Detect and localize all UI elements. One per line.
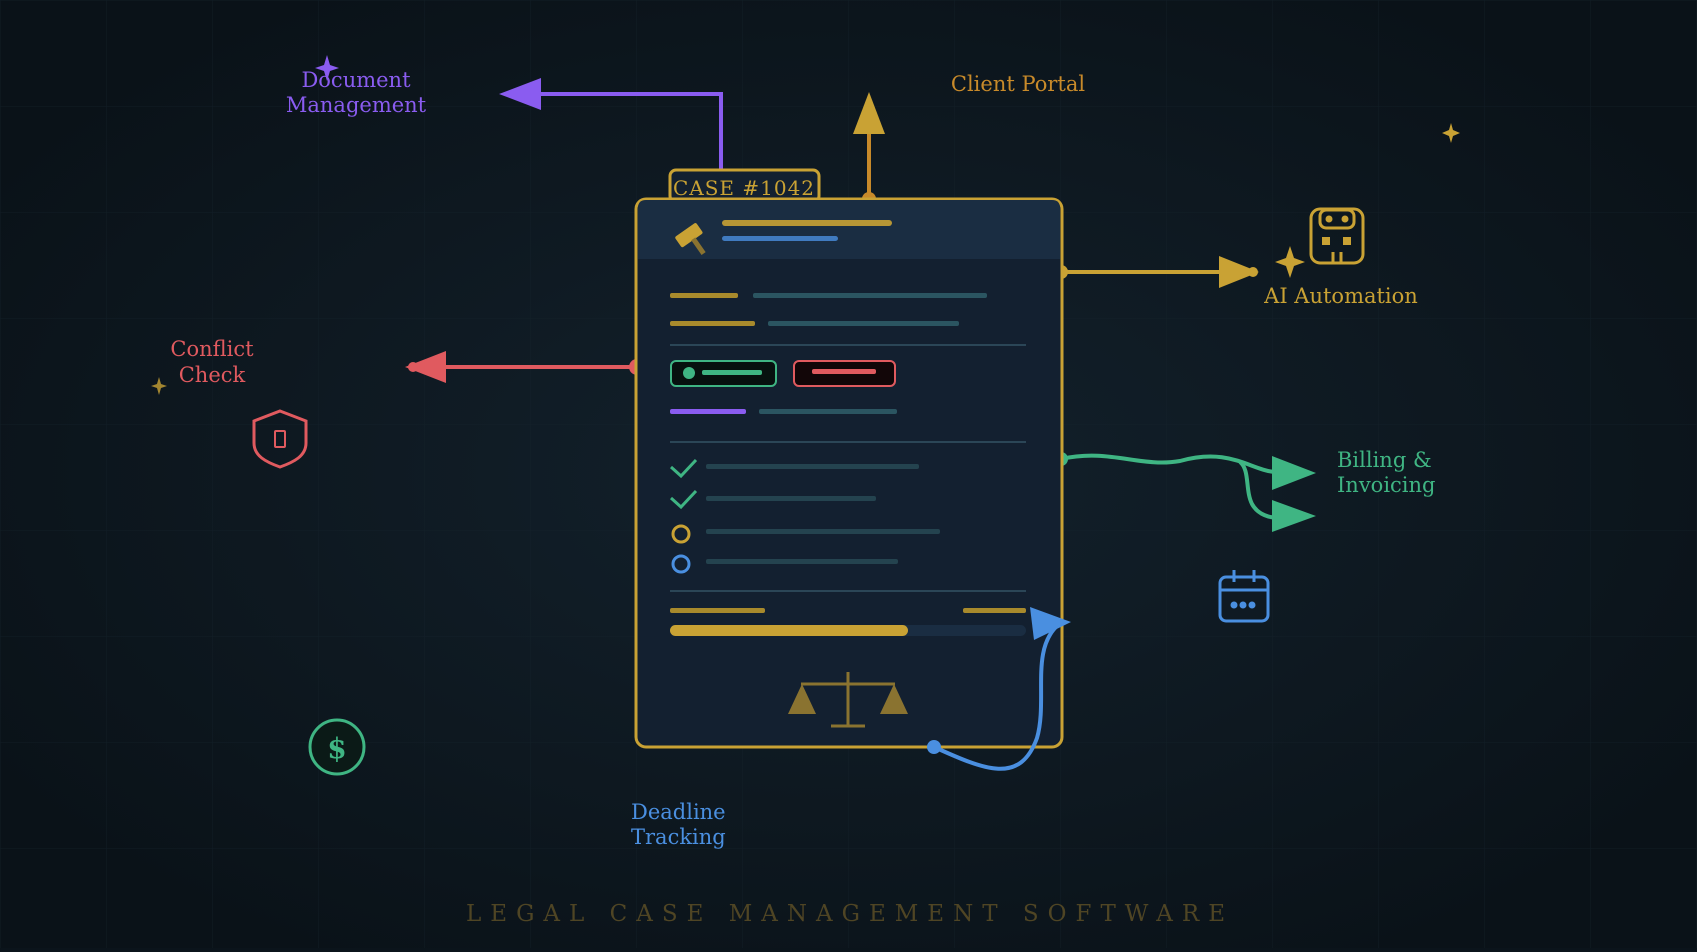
detail-row-label xyxy=(670,321,755,326)
progress-label xyxy=(670,608,765,613)
shield-icon xyxy=(252,409,308,469)
sparkle-icon xyxy=(315,55,339,81)
status-pill-alert xyxy=(793,360,896,387)
detail-row-value xyxy=(759,409,897,414)
detail-row-value xyxy=(768,321,959,326)
checklist-item-pending xyxy=(671,554,898,574)
billing-connector xyxy=(1054,452,1316,532)
ai-automation-label: AI Automation xyxy=(1263,284,1418,308)
scales-of-justice-icon xyxy=(788,672,908,728)
deadline-tracking-arrowhead xyxy=(1030,607,1071,640)
ai-automation-arrowhead xyxy=(1219,256,1259,288)
checklist-item-done xyxy=(669,458,919,479)
checklist-item-done xyxy=(669,489,876,510)
deadline-tracking-label-line-2: Tracking xyxy=(631,825,726,849)
case-file-card: CASE #1042 xyxy=(634,168,1064,749)
header-title-line xyxy=(722,220,892,226)
detail-row-label xyxy=(670,409,746,414)
sparkle-icon xyxy=(1275,246,1305,278)
client-portal-label: Client Portal xyxy=(951,72,1085,96)
detail-row-value xyxy=(753,293,987,298)
dollar-glyph: $ xyxy=(327,732,346,765)
status-pill-active xyxy=(670,360,777,387)
case-tab-label: CASE #1042 xyxy=(673,176,815,200)
deadline-tracking-connector xyxy=(927,607,1071,771)
conflict-check-label-line-2: Check xyxy=(179,363,246,387)
billing-arrowhead-top xyxy=(1272,456,1316,490)
document-management-label-line-1: Document xyxy=(301,68,411,92)
robot-icon xyxy=(1309,207,1365,265)
progress-value xyxy=(963,608,1026,613)
calendar-icon xyxy=(1218,570,1270,623)
deadline-tracking-label-line-1: Deadline xyxy=(631,800,726,824)
document-management-arrowhead xyxy=(499,78,541,110)
billing-arrowhead-bottom xyxy=(1272,500,1316,532)
sparkle-icon xyxy=(151,377,167,395)
footer-title: LEGAL CASE MANAGEMENT SOFTWARE xyxy=(466,901,1234,927)
billing-label-line-1: Billing & xyxy=(1337,448,1432,472)
gavel-icon xyxy=(675,223,706,255)
dollar-coin-icon: $ xyxy=(308,718,366,776)
case-card-header xyxy=(638,200,1060,259)
detail-row-label xyxy=(670,293,738,298)
document-management-label-line-2: Management xyxy=(286,93,427,117)
header-subtitle-line xyxy=(722,236,838,241)
sparkle-icon xyxy=(1442,123,1460,143)
progress-fill xyxy=(670,625,908,636)
checklist-item-pending xyxy=(671,524,940,544)
conflict-check-arrowhead xyxy=(405,351,446,383)
client-portal-arrowhead xyxy=(853,92,885,134)
billing-label-line-2: Invoicing xyxy=(1337,473,1436,497)
deadline-tracking-node xyxy=(927,740,941,754)
case-card-body xyxy=(634,197,1064,749)
conflict-check-label-line-1: Conflict xyxy=(170,337,254,361)
